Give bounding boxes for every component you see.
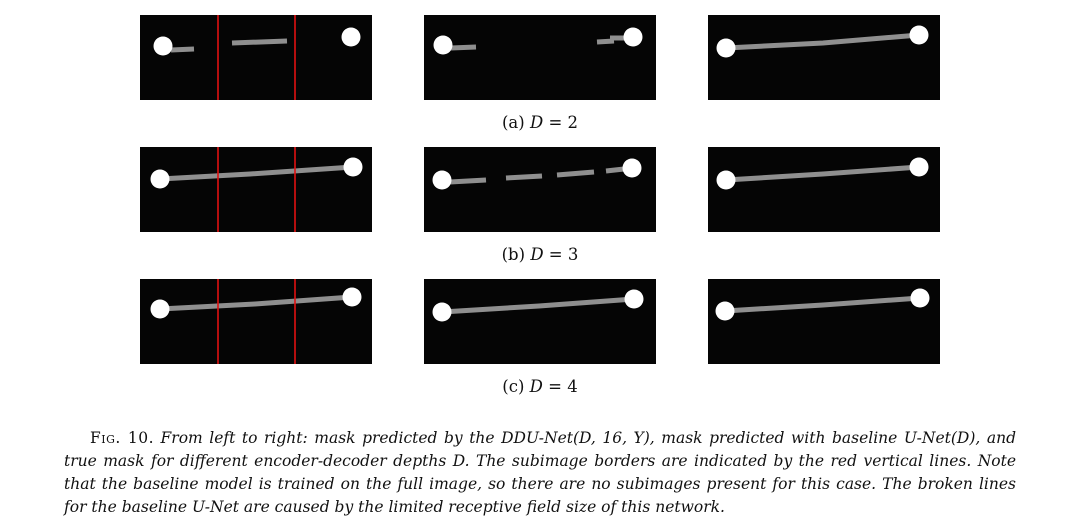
crack-segment (725, 32, 920, 51)
endpoint-dot (716, 170, 736, 190)
panel-row-depth-3 (0, 147, 1080, 232)
panel-row-depth-4 (0, 279, 1080, 364)
row-depth-2: (a) D = 2 (0, 15, 1080, 133)
panel-unet-mask-d4 (424, 279, 656, 364)
row-caption-label: (c) (502, 377, 525, 396)
crack-segment (450, 44, 477, 51)
row-caption-b: (b) D = 3 (0, 245, 1080, 265)
crack-segment (725, 164, 920, 183)
crack-segment (724, 295, 921, 314)
row-depth-3: (b) D = 3 (0, 147, 1080, 265)
row-caption-label: (b) (501, 245, 526, 264)
endpoint-dot (716, 38, 736, 58)
endpoint-dot (432, 302, 452, 322)
row-caption-value: = 2 (548, 113, 579, 132)
row-caption-variable: D (529, 377, 543, 396)
figure-10: (a) D = 2 (b) D = 3 (c) D = 4 Fig. 10. F… (0, 15, 1080, 519)
crack-segment (441, 296, 635, 315)
crack-segment (231, 38, 288, 46)
crack-segment (159, 294, 353, 312)
row-caption-variable: D (529, 113, 544, 132)
row-caption-value: = 3 (548, 245, 579, 264)
panel-unet-mask-d2 (424, 15, 656, 100)
panel-true-mask-d4 (708, 279, 940, 364)
panel-true-mask-d3 (708, 147, 940, 232)
panel-unet-mask-d3 (424, 147, 656, 232)
endpoint-dot (341, 27, 361, 47)
figure-caption-label: Fig. 10. (90, 429, 154, 447)
panel-ddu-net-mask-d4 (140, 279, 372, 364)
endpoint-dot (150, 299, 170, 319)
crack-segment (449, 177, 487, 185)
row-depth-4: (c) D = 4 (0, 279, 1080, 397)
crack-segment (556, 169, 595, 178)
endpoint-dot (150, 169, 170, 189)
row-caption-variable: D (530, 245, 544, 264)
panel-ddu-net-mask-d3 (140, 147, 372, 232)
endpoint-dot (623, 27, 643, 47)
panel-true-mask-d2 (708, 15, 940, 100)
panel-row-depth-2 (0, 15, 1080, 100)
endpoint-dot (909, 157, 929, 177)
row-caption-c: (c) D = 4 (0, 377, 1080, 397)
endpoint-dot (622, 158, 642, 178)
figure-caption-text: From left to right: mask predicted by th… (64, 429, 1016, 516)
crack-segment (605, 166, 625, 174)
endpoint-dot (153, 36, 173, 56)
endpoint-dot (624, 289, 644, 309)
row-caption-label: (a) (501, 113, 525, 132)
figure-caption: Fig. 10. From left to right: mask predic… (64, 427, 1016, 519)
crack-segment (505, 173, 543, 181)
panel-ddu-net-mask-d2 (140, 15, 372, 100)
endpoint-dot (432, 170, 452, 190)
crack-segment (596, 38, 615, 45)
endpoint-dot (909, 25, 929, 45)
row-caption-value: = 4 (548, 377, 578, 396)
endpoint-dot (433, 35, 453, 55)
endpoint-dot (343, 157, 363, 177)
endpoint-dot (910, 288, 930, 308)
crack-segment (159, 164, 354, 182)
crack-segment (170, 46, 195, 53)
row-caption-a: (a) D = 2 (0, 113, 1080, 133)
endpoint-dot (715, 301, 735, 321)
endpoint-dot (342, 287, 362, 307)
